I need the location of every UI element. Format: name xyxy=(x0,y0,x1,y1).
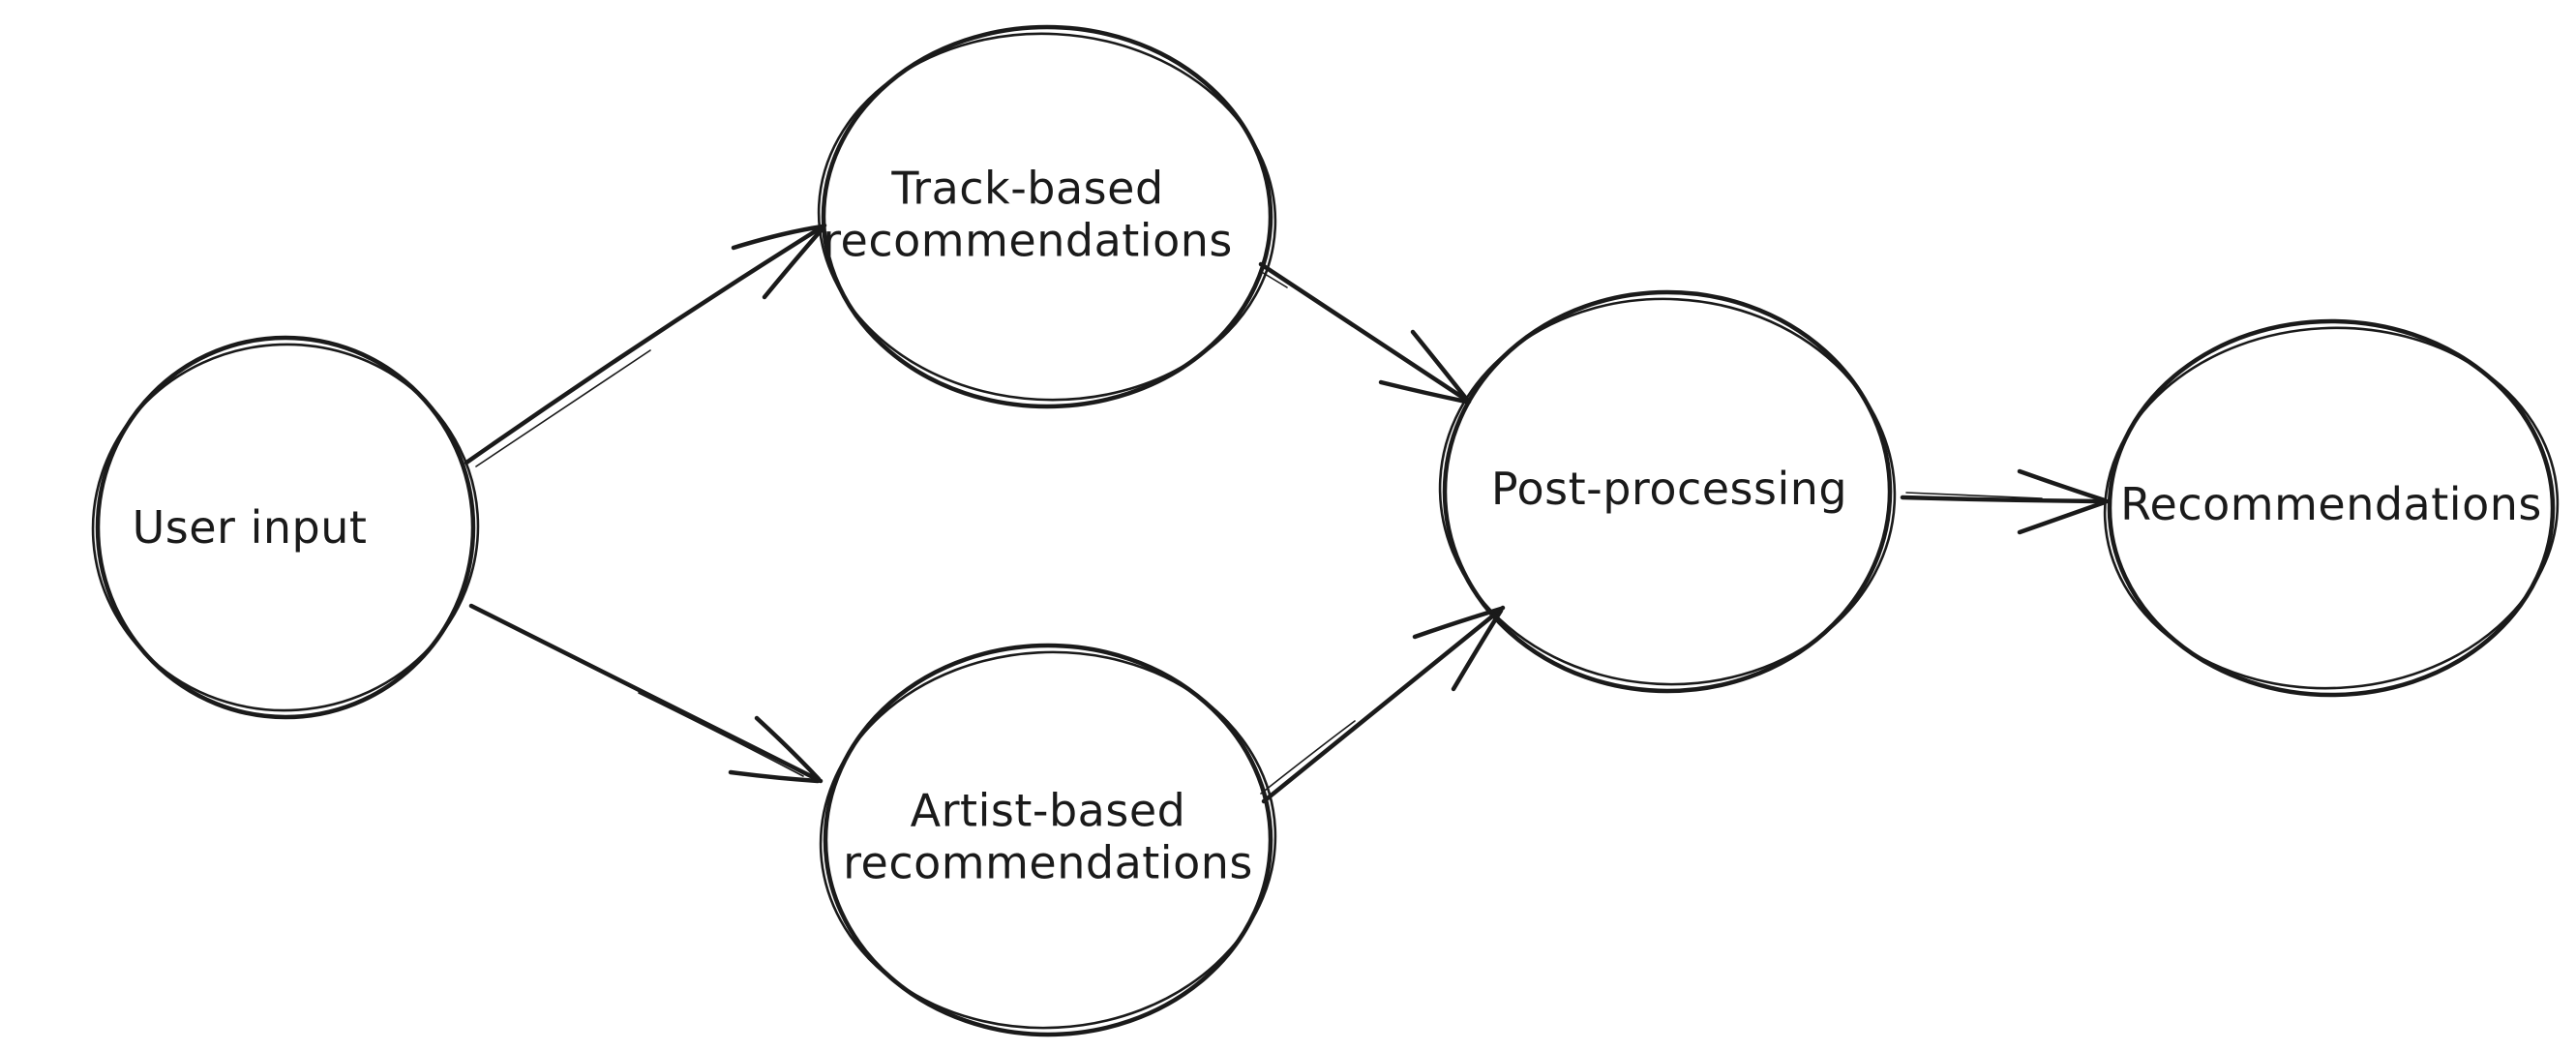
node-ellipse[interactable] xyxy=(1442,289,1893,694)
edge-artist-based-to-post-processing[interactable] xyxy=(1260,605,1506,804)
edge-line[interactable] xyxy=(1900,495,2110,504)
edge-user-input-to-artist-based[interactable] xyxy=(468,603,824,784)
edge-line-echo xyxy=(638,692,804,777)
arrowhead-line xyxy=(2017,499,2108,535)
arrowhead-line xyxy=(728,769,821,784)
node-label-artist-based[interactable]: Artist-based recommendations xyxy=(843,784,1253,889)
edge-line-echo xyxy=(475,349,651,467)
edge-line[interactable] xyxy=(464,223,827,465)
arrowhead-line xyxy=(1410,329,1470,403)
arrowhead-line xyxy=(731,224,825,251)
edge-line[interactable] xyxy=(1258,261,1472,405)
node-ellipse[interactable] xyxy=(823,643,1273,1037)
node-ellipse-sketch-echo xyxy=(817,32,1277,402)
edge-user-input-to-track-based[interactable] xyxy=(464,223,827,467)
arrowhead-line xyxy=(762,225,826,300)
node-user-input[interactable] xyxy=(80,332,490,724)
node-ellipse[interactable] xyxy=(821,24,1273,409)
node-ellipse-sketch-echo xyxy=(1438,297,1897,686)
edge-post-processing-to-recommendations[interactable] xyxy=(1900,468,2110,535)
node-post-processing[interactable] xyxy=(1430,287,1904,696)
node-ellipse[interactable] xyxy=(2107,318,2556,698)
node-ellipse-sketch-echo xyxy=(91,343,480,712)
node-ellipse-sketch-echo xyxy=(2103,326,2560,690)
edge-line[interactable] xyxy=(1261,605,1506,804)
arrowhead-line xyxy=(2017,468,2108,503)
node-recommendations[interactable] xyxy=(2096,316,2567,700)
node-label-track-based[interactable]: Track-based recommendations xyxy=(823,162,1233,267)
edge-line[interactable] xyxy=(468,603,824,784)
node-artist-based[interactable] xyxy=(811,641,1285,1039)
edge-track-based-to-post-processing[interactable] xyxy=(1258,261,1472,405)
node-label-post-processing[interactable]: Post-processing xyxy=(1490,462,1848,515)
node-ellipse[interactable] xyxy=(95,335,476,720)
node-ellipse-sketch-echo xyxy=(819,650,1277,1030)
edge-line-echo xyxy=(1260,720,1356,795)
node-label-recommendations[interactable]: Recommendations xyxy=(2120,477,2542,530)
node-track-based[interactable] xyxy=(809,22,1284,411)
edge-line-echo xyxy=(1905,492,2043,499)
arrowhead-line xyxy=(1378,379,1469,405)
node-label-user-input[interactable]: User input xyxy=(132,500,368,554)
arrowhead-line xyxy=(754,715,822,782)
